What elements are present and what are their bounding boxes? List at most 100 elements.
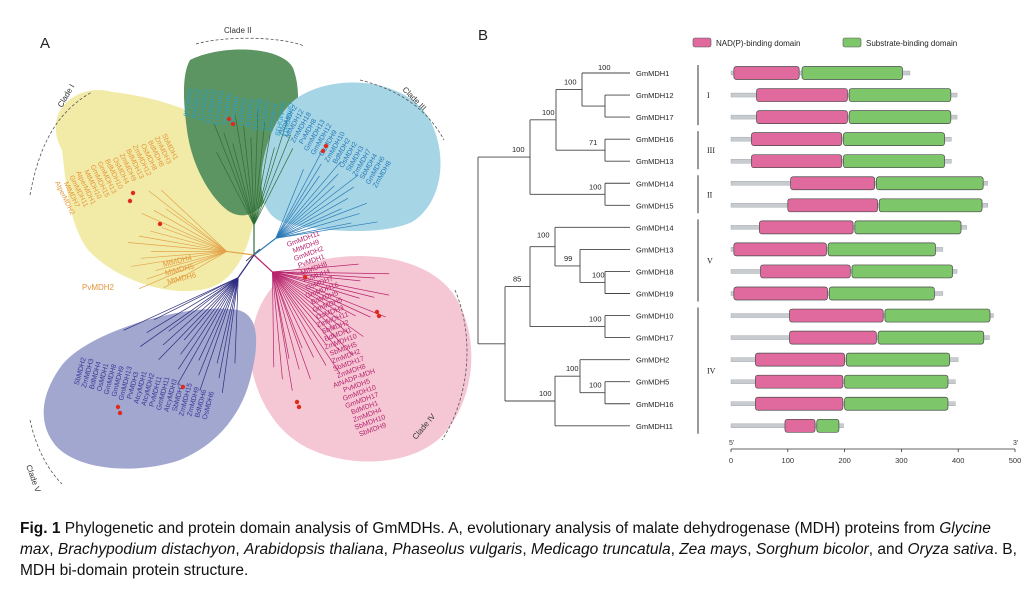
protein-label: GmMDH2 <box>636 356 669 365</box>
group-label: I <box>707 91 710 100</box>
clade-1-branch <box>131 251 227 267</box>
clade-4-branch <box>272 271 375 279</box>
clade-5-branch <box>140 277 239 347</box>
gmmdh-marker <box>374 309 380 315</box>
nad-binding-domain <box>787 198 878 213</box>
panel-b-label: B <box>478 27 488 44</box>
clade-4-branch <box>272 263 359 273</box>
nad-binding-domain <box>784 418 816 433</box>
clade-1-branch <box>161 227 227 252</box>
clade-3-bracket <box>359 79 445 141</box>
clade-4-branch <box>272 271 311 380</box>
clade-5-branch <box>180 277 239 355</box>
clade-4-branch <box>272 271 356 317</box>
substrate-binding-domain <box>854 220 962 235</box>
nad-binding-domain <box>751 132 843 146</box>
clade-4-branch <box>272 271 303 349</box>
figure-canvas: A SbMDH1ZmMDH3BdMDH8OsMDH8ZmMDH12BdMDH13… <box>24 26 1022 494</box>
substrate-binding-domain <box>848 110 952 124</box>
nad-binding-domain <box>733 242 827 257</box>
clade-2-branch <box>232 143 255 226</box>
clade-1-branch <box>138 235 227 252</box>
axis-start-label: 5' <box>729 440 734 447</box>
bootstrap-value: 100 <box>566 364 579 373</box>
nad-binding-domain <box>733 286 828 301</box>
clade-1-branch <box>161 189 227 252</box>
gmmdh-marker <box>323 143 329 149</box>
gmmdh-marker <box>230 121 236 127</box>
protein-label: GmMDH12 <box>636 91 674 100</box>
clade-3-branch <box>275 169 304 239</box>
clade-3-branch <box>275 175 320 239</box>
domain-legend: NAD(P)-binding domain Substrate-binding d… <box>692 37 957 48</box>
bootstrap-value: 100 <box>539 389 552 398</box>
clade-2-branch <box>253 121 266 226</box>
gmmdh-marker <box>180 384 186 390</box>
protein-label: GmMDH13 <box>636 245 674 254</box>
clade-4-branch <box>272 271 361 282</box>
taxon-label: SbMDH9 <box>243 98 255 127</box>
clade-4-branch <box>272 271 375 298</box>
clade-5-branch <box>162 277 239 346</box>
clade-5-branch <box>198 277 239 361</box>
legend-label-2: Substrate-binding domain <box>866 39 957 48</box>
clade-5-branch <box>234 277 239 364</box>
bootstrap-value: 100 <box>537 231 550 240</box>
clade-3-branch <box>275 202 368 239</box>
gmmdh-marker <box>115 404 121 410</box>
bootstrap-value: 100 <box>512 145 525 154</box>
clade-4-branch <box>272 271 342 314</box>
clade-5-branch <box>218 277 239 379</box>
clade-2-branch <box>253 134 291 226</box>
gmmdh-marker <box>294 399 300 405</box>
clade-5-branch <box>123 277 239 331</box>
clade-1-branch <box>150 230 227 252</box>
clade-4-branch <box>272 271 360 299</box>
clade-1-branch <box>148 190 227 252</box>
protein-label: GmMDH5 <box>636 378 669 387</box>
clade-2-branch <box>243 125 255 226</box>
clade-1-branch <box>165 208 227 252</box>
protein-label: GmMDH18 <box>636 267 674 276</box>
clade-4-branch <box>272 271 283 380</box>
clade-5-branch <box>198 277 239 376</box>
clade-5-bracket <box>29 419 63 485</box>
caption-species-1: Glycine max <box>20 520 991 558</box>
gmmdh-marker <box>117 410 123 416</box>
caption-tail: . B, MDH bi-domain protein structure. <box>20 541 1017 579</box>
clade-3-branch <box>275 150 323 239</box>
clade-1-stem <box>226 250 255 256</box>
bootstrap-value: 99 <box>564 254 572 263</box>
clade-4-branch <box>272 271 275 368</box>
substrate-binding-domain <box>884 308 991 323</box>
clade-3-branch <box>275 163 322 239</box>
clade-4-branch <box>272 271 390 296</box>
clade-3-branch <box>275 161 342 239</box>
clade-2-branch <box>250 137 255 226</box>
bootstrap-value: 100 <box>564 78 577 87</box>
nad-binding-domain <box>751 154 843 169</box>
clade-4-branch <box>272 271 314 358</box>
taxon-label-extra: PvMDH2 <box>82 283 115 292</box>
protein-label: GmMDH17 <box>636 334 674 343</box>
protein-label: GmMDH14 <box>636 179 674 188</box>
group-label: II <box>707 190 713 199</box>
clade-1-branch <box>153 210 227 252</box>
clade-5-branch <box>216 277 239 364</box>
axis-tick-label: 500 <box>1009 456 1022 465</box>
clade-4-branch <box>272 271 340 373</box>
phylogenetic-tree: SbMDH1ZmMDH3BdMDH8OsMDH8ZmMDH12BdMDH13Zm… <box>24 26 472 494</box>
clade-3-branch <box>275 174 359 239</box>
taxon-label: MtMDH6 <box>228 96 240 125</box>
group-label: V <box>707 256 713 265</box>
clade-1-branch <box>138 251 227 290</box>
group-label: IV <box>707 367 716 376</box>
substrate-binding-domain <box>876 176 984 191</box>
legend-label-1: NAD(P)-binding domain <box>716 39 800 48</box>
substrate-binding-domain <box>843 132 945 146</box>
gmmdh-marker <box>320 148 326 154</box>
clade-3-branch <box>275 173 339 239</box>
gmmdh-marker <box>296 404 302 410</box>
clade-1-branch <box>140 251 227 259</box>
clade-1-branch <box>146 251 227 280</box>
